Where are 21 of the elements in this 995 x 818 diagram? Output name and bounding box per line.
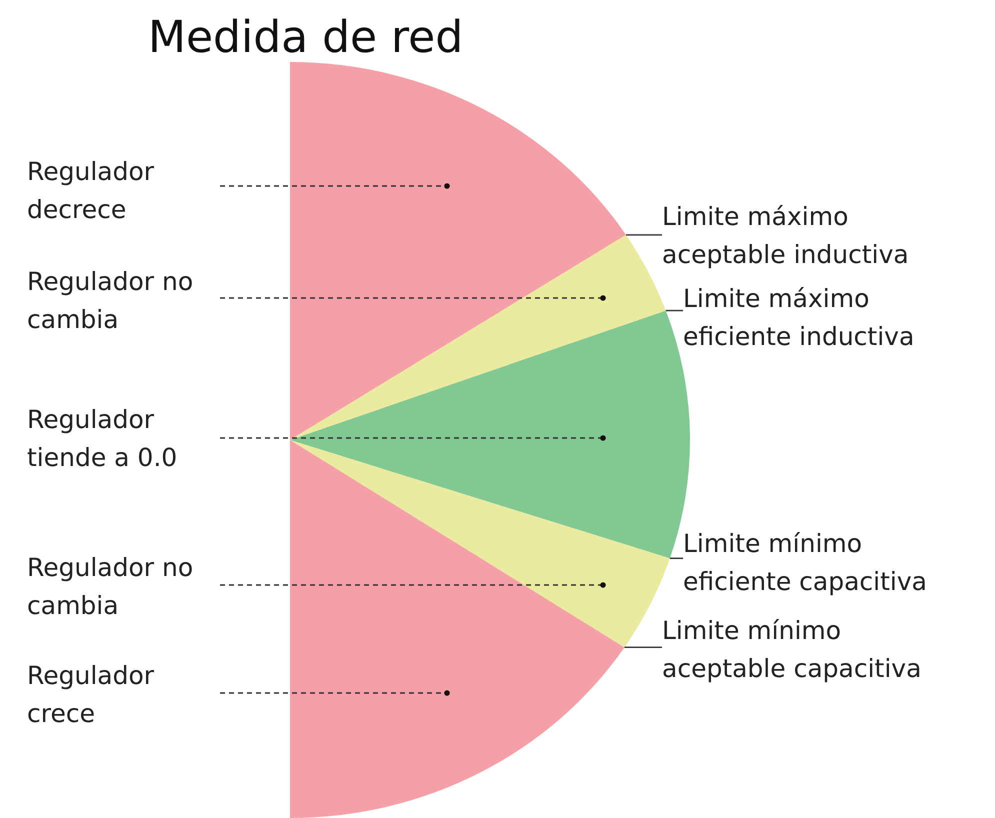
annotation-label: Regulador tiende a 0.0 (27, 401, 220, 477)
leader-line (626, 234, 662, 236)
leader-line (220, 690, 450, 696)
annotation-label: Limite máximo aceptable inductiva (662, 198, 942, 274)
diagram-title: Medida de red (148, 12, 464, 63)
annotation-label: Regulador no cambia (27, 263, 220, 339)
annotation-label: Limite mínimo eficiente capacitiva (683, 525, 963, 601)
leader-line (220, 295, 606, 301)
sector-wedge (290, 440, 624, 818)
leader-line (220, 183, 450, 189)
annotation-label: Limite mínimo aceptable capacitiva (662, 612, 942, 688)
annotation-label: Regulador crece (27, 657, 220, 733)
leader-line (624, 646, 662, 648)
leader-line (220, 582, 606, 588)
annotation-label: Regulador no cambia (27, 549, 220, 625)
sector-wedge (290, 62, 626, 440)
annotation-label: Regulador decrece (27, 153, 220, 229)
annotation-label: Limite máximo eficiente inductiva (683, 280, 963, 356)
leader-line (666, 310, 683, 312)
leader-line (220, 435, 606, 441)
leader-line (670, 558, 683, 560)
